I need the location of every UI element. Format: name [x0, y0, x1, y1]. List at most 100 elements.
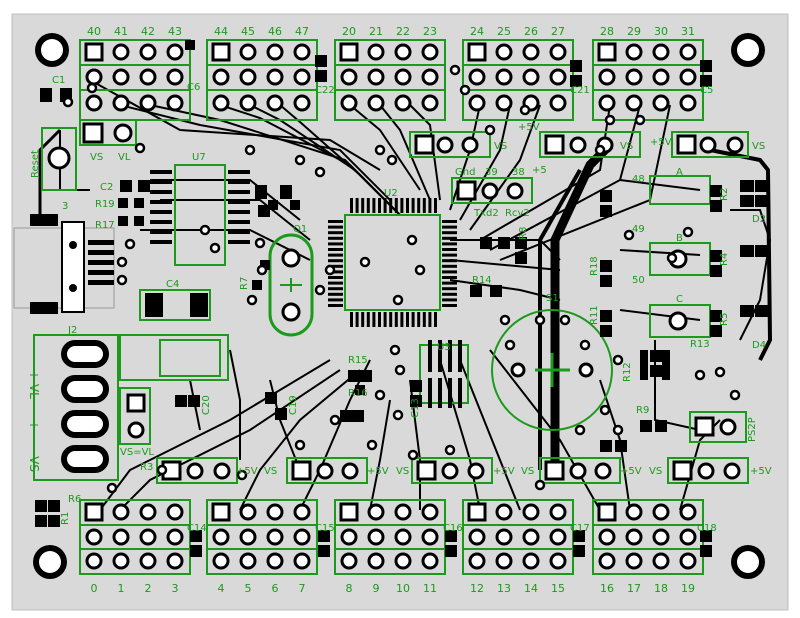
vias: [62, 64, 741, 494]
label-c6: C6: [187, 82, 200, 93]
label-d4: D4: [752, 340, 766, 351]
top-pad: [85, 68, 103, 86]
bottom-pad: [367, 503, 385, 521]
top-pad: [166, 68, 184, 86]
label-vs-left: VS: [90, 152, 103, 163]
label-r1: R1: [60, 512, 71, 525]
label-r9: R9: [636, 405, 649, 416]
smd-pads: [35, 40, 769, 557]
bottom-pad: [139, 528, 157, 546]
bottom-pin-number: 0: [91, 582, 98, 595]
bottom-pad: [166, 503, 184, 521]
bottom-pin-number: 12: [470, 582, 484, 595]
bottom-pin-number: 7: [299, 582, 306, 595]
label-reset: Reset: [30, 150, 41, 178]
label-c1: C1: [52, 75, 65, 86]
label-r15: R15: [348, 355, 368, 366]
label-ps-minus-vs: - VS: [27, 448, 41, 472]
bottom-pin-number: 1: [118, 582, 125, 595]
bottom-pin-number: 4: [218, 582, 225, 595]
bottom-pad: [522, 503, 540, 521]
header-pins-4-7: [206, 499, 318, 575]
top-pin-number: 25: [497, 25, 511, 38]
label-r5: R5: [719, 313, 730, 326]
top-pad: [367, 43, 385, 61]
label-r16: R16: [348, 388, 368, 399]
bottom-pin-number: 16: [600, 582, 614, 595]
bottom-pad: [212, 552, 230, 570]
bottom-pad: [625, 503, 643, 521]
label-j2: J2: [67, 325, 77, 336]
mounting-holes: [33, 33, 765, 579]
label-c16: C16: [443, 523, 463, 534]
top-pin-number: 46: [268, 25, 282, 38]
label-s1: S1: [546, 293, 559, 304]
bottom-pad: [166, 528, 184, 546]
bottom-pin-number: 14: [524, 582, 538, 595]
bottom-pad: [85, 552, 103, 570]
bottom-pin-number: 18: [654, 582, 668, 595]
bottom-pad: [598, 528, 616, 546]
top-pin-number: 20: [342, 25, 356, 38]
label-ps-minus: -: [27, 388, 41, 392]
bottom-pad: [421, 528, 439, 546]
top-pad: [239, 68, 257, 86]
top-pad: [549, 94, 567, 112]
gnd-vs-strip: [409, 131, 491, 158]
top-pad: [394, 68, 412, 86]
bottom-pad: [293, 528, 311, 546]
top-pad: [112, 68, 130, 86]
bottom-pad: [211, 502, 231, 522]
bottom-pad: [112, 552, 130, 570]
label-r8: R8: [518, 227, 529, 240]
label-r13: R13: [690, 339, 710, 350]
label-r18: R18: [589, 256, 600, 276]
top-pin-number: 23: [423, 25, 437, 38]
bottom-pad: [166, 552, 184, 570]
header-pins-20-23: [334, 39, 446, 121]
plus5v-vs-bottom-4: [539, 457, 621, 484]
top-pad: [468, 94, 486, 112]
mid-connectors: [79, 119, 749, 484]
plus5v-vs-bottom-2: [286, 457, 368, 484]
label-vs-eq-vl: VS=VL: [120, 447, 154, 458]
bottom-pad: [394, 552, 412, 570]
top-pin-number: 45: [241, 25, 255, 38]
bottom-pad: [679, 503, 697, 521]
top-pad: [239, 43, 257, 61]
top-pad: [239, 94, 257, 112]
top-pad: [652, 68, 670, 86]
top-pad: [212, 68, 230, 86]
bottom-pad: [549, 552, 567, 570]
top-pad: [679, 43, 697, 61]
label-r2: R2: [719, 188, 730, 201]
bottom-pin-number: 15: [551, 582, 565, 595]
bottom-pad: [139, 503, 157, 521]
ps2-strip: [689, 411, 747, 443]
top-pad: [522, 68, 540, 86]
plus5v-vs-strip: [539, 131, 641, 158]
bottom-pin-number: 8: [346, 582, 353, 595]
label-c21: C21: [570, 85, 590, 96]
bottom-pad: [625, 528, 643, 546]
label-r11: R11: [589, 305, 600, 325]
mid-connector-pads: [82, 122, 744, 481]
top-pin-number: 24: [470, 25, 484, 38]
plus5v-vs-strip-right: [671, 131, 749, 158]
label-r17: R17: [95, 220, 115, 231]
label-gnd: Gnd: [455, 167, 475, 178]
label-txd2: Txd2: [473, 208, 499, 219]
bottom-pad: [652, 552, 670, 570]
bottom-pad: [421, 503, 439, 521]
bottom-pad: [468, 528, 486, 546]
top-pad: [266, 68, 284, 86]
top-pad: [211, 42, 231, 62]
top-pad: [367, 68, 385, 86]
top-pad: [549, 43, 567, 61]
label-r7: R7: [239, 277, 250, 290]
bottom-pad: [239, 528, 257, 546]
top-pad: [139, 68, 157, 86]
